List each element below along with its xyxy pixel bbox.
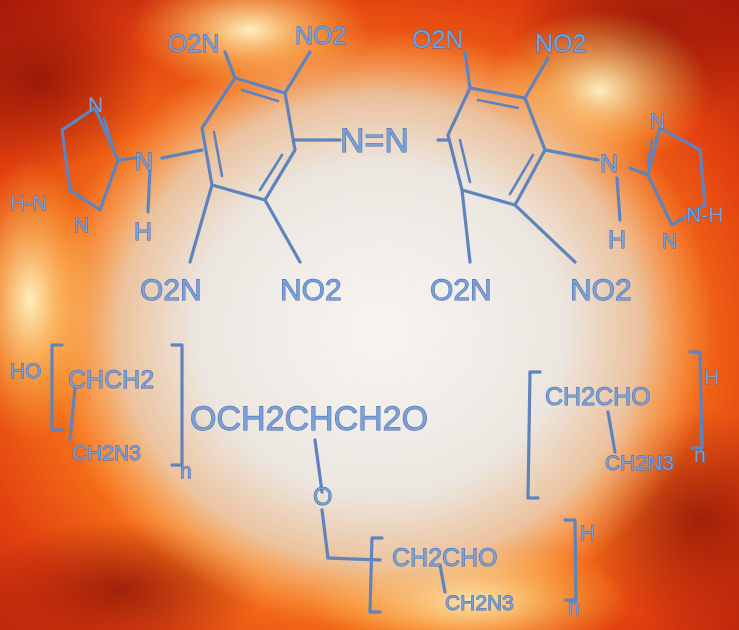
bond-amine-h: [146, 166, 152, 214]
bond-nitro: [283, 50, 312, 95]
label-nitro-top-left-2: NO2: [295, 22, 347, 51]
bond-nitro: [188, 183, 214, 264]
nitro-label: O2N: [412, 26, 463, 54]
bond-nitro: [263, 198, 302, 264]
nitro-label: O2N: [168, 30, 219, 58]
bond-amine: [160, 148, 204, 160]
triazole-ring-right: [646, 126, 707, 227]
gap-left-end-group: HO: [10, 360, 42, 383]
bond-nitro: [523, 56, 550, 100]
bracket-left-open: [50, 343, 64, 432]
nitro-bottom-left-2: NO2: [280, 274, 342, 307]
bracket-right-open: [526, 370, 542, 500]
label-nitro-top-right-1: O2N: [412, 26, 464, 55]
bond-triazole-amine: [116, 156, 137, 162]
gap-bottom-end-group: H: [580, 522, 595, 545]
bond-side-chain: [68, 386, 77, 442]
gap-right-unit: CH2CHO: [545, 383, 651, 411]
svg-text:NO2: NO2: [295, 22, 346, 50]
nitro-label: NO2: [535, 30, 586, 58]
gap-bottom-unit: CH2CHO: [392, 544, 498, 572]
triazole-hn-left: H-N: [10, 192, 47, 215]
gap-core-chain: OCH2CHCH2O: [190, 400, 428, 438]
bracket-bottom-close: [563, 518, 578, 602]
gap-right-end-group: H: [704, 366, 719, 389]
ring-double-bond: [102, 116, 116, 152]
amine-n-left: N: [135, 148, 153, 176]
bond-core-o: [313, 438, 324, 494]
bracket-bottom-open: [368, 536, 384, 614]
gap-right-side-chain: CH2N3: [605, 452, 674, 475]
gap-bottom-repeat: n: [568, 596, 580, 619]
bond-side-chain: [438, 563, 447, 594]
ring-double-bond: [476, 98, 520, 110]
ring-double-bond: [646, 138, 654, 167]
ring-double-bond: [458, 138, 472, 184]
bond-amine-h: [615, 176, 622, 222]
triazole-n-right-2: N: [662, 230, 677, 253]
gap-left-unit: CHCH2: [68, 366, 154, 394]
bond-nitro: [513, 203, 577, 264]
amine-h-right: H: [608, 226, 626, 254]
ring-double-bond: [240, 88, 280, 103]
ember-patch: [0, 0, 150, 170]
triazole-n-right: N: [650, 110, 665, 133]
amine-h-left: H: [134, 218, 152, 246]
triazole-n-left: N: [88, 94, 103, 117]
gap-left-repeat: n: [180, 460, 192, 483]
bond-nitro: [223, 50, 237, 80]
amine-n-right: N: [600, 150, 618, 178]
gap-bottom-side-chain: CH2N3: [445, 592, 514, 615]
bracket-left-close: [170, 343, 184, 467]
nitro-bottom-left-1: O2N: [140, 274, 202, 307]
triazole-ring-left: [60, 106, 120, 212]
svg-text:O2N: O2N: [168, 30, 219, 58]
ring-double-bond: [212, 130, 224, 178]
gap-left-side-chain: CH2N3: [72, 442, 141, 465]
bond-side-chain: [606, 410, 617, 454]
ring-double-bond: [258, 153, 284, 192]
bond-nitro: [463, 50, 472, 90]
triazole-n-left-2: N: [74, 214, 89, 237]
svg-text:O2N: O2N: [412, 26, 463, 54]
ring-double-bond: [508, 153, 535, 196]
bond-nitro: [460, 188, 472, 264]
svg-text:NO2: NO2: [535, 30, 586, 58]
gap-right-repeat: n: [694, 444, 706, 467]
gap-core-oxygen: O: [313, 483, 332, 511]
label-nitro-top-right-2: NO2: [535, 30, 587, 59]
nitro-bottom-right-2: NO2: [570, 274, 632, 307]
nitro-label: NO2: [295, 22, 346, 50]
bracket-right-close: [688, 350, 704, 450]
bond-amine: [543, 148, 600, 162]
label-nitro-top-left: O2N: [168, 30, 220, 59]
bond-triazole-amine: [628, 166, 650, 177]
azo-label: N=N: [340, 122, 409, 160]
nitro-bottom-right-1: O2N: [430, 274, 492, 307]
bond-core-chain: [320, 508, 330, 560]
triazole-nh-right: N-H: [686, 204, 723, 227]
